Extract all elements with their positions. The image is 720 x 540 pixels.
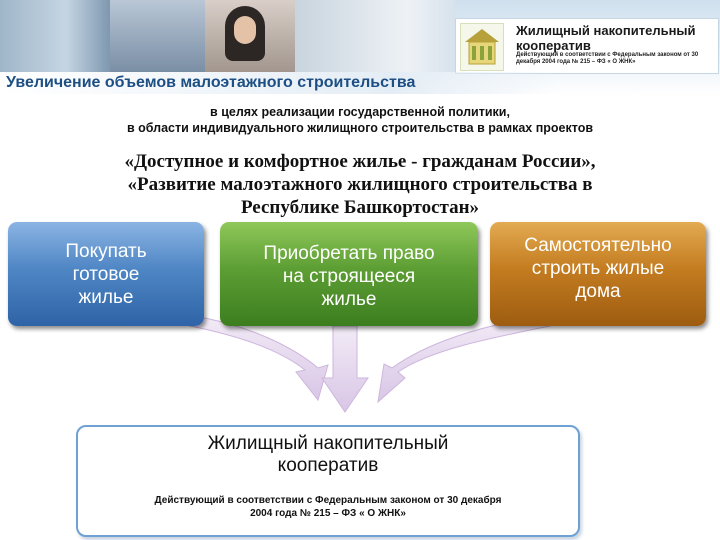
logo-subtitle: Действующий в соответствии с Федеральным… [516,52,699,65]
cooperative-box: Жилищный накопительный кооператив Действ… [76,425,580,537]
option-line: на строящееся [282,265,416,287]
cooperative-logo-panel: Жилищный накопительный кооператив Действ… [455,18,719,74]
option-line: Приобретать право [263,242,435,264]
cooperative-subtitle: Действующий в соответствии с Федеральным… [88,494,568,520]
cooperative-title-line: Жилищный накопительный [207,433,449,454]
option-line: Покупать [65,240,147,262]
desk-photo [295,0,455,72]
intro-text: в целях реализации государственной полит… [0,104,720,136]
option-line: Самостоятельно [524,234,672,256]
cooperative-title: Жилищный накопительный кооператив [78,433,578,477]
option-line: дома [575,280,621,302]
logo-title: Жилищный накопительный кооператив [516,23,696,53]
option-buy-ready-housing: Покупать готовое жилье [8,222,204,326]
option-line: готовое [72,263,140,285]
office-photo [110,0,205,72]
house-logo-icon [460,23,504,71]
option-line: строить жилые [531,257,665,279]
header-photo-strip [0,0,455,72]
people-photo [205,0,295,72]
intro-line: в целях реализации государственной полит… [210,105,510,119]
header-banner: Жилищный накопительный кооператив Действ… [0,0,720,95]
cooperative-subtitle-line: 2004 года № 215 – ФЗ « О ЖНК» [250,508,406,519]
quote-line: «Развитие малоэтажного жилищного строите… [127,174,593,195]
cooperative-title-line: кооператив [277,455,379,476]
option-line: жилье [321,288,377,310]
slide-title: Увеличение объемов малоэтажного строител… [6,74,416,91]
intro-line: в области индивидуального жилищного стро… [126,121,594,135]
title-bar [0,72,560,94]
building-photo [0,0,110,72]
option-line: жилье [78,286,134,308]
quote-line: Республике Башкортостан» [240,197,480,218]
cooperative-subtitle-line: Действующий в соответствии с Федеральным… [154,495,502,506]
arrow-left [188,317,329,402]
arrow-right [377,317,552,404]
option-acquire-right-under-construction: Приобретать право на строящееся жилье [220,222,478,326]
option-build-own-house: Самостоятельно строить жилые дома [490,222,706,326]
projects-quote: «Доступное и комфортное жилье - граждана… [30,150,690,219]
quote-line: «Доступное и комфортное жилье - граждана… [124,151,596,172]
arrow-center [321,325,369,413]
